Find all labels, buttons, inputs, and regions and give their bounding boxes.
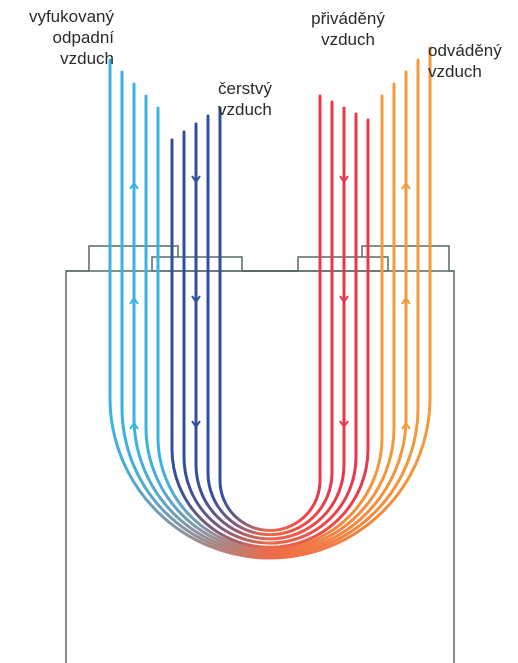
flow-path-fresh-supply [194, 106, 346, 541]
label-extract-air: odváděný vzduch [428, 40, 502, 82]
arrow-down-icon [339, 175, 349, 184]
flow-path-exhaust-extract [156, 94, 384, 551]
arrow-down-icon [339, 420, 349, 429]
label-exhaust-air: vyfukovaný odpadní vzduch [6, 6, 114, 69]
label-exhaust-line2: odpadní [52, 28, 114, 47]
arrow-up-icon [129, 181, 139, 190]
label-exhaust-line3: vzduch [60, 49, 114, 68]
flow-path-fresh-supply [206, 100, 334, 537]
arrow-down-icon [191, 295, 201, 304]
arrow-down-icon [339, 295, 349, 304]
flow-path-fresh-supply [218, 94, 322, 532]
label-extract-line2: vzduch [428, 62, 482, 81]
arrow-up-icon [129, 296, 139, 305]
flow-path-exhaust-extract [120, 58, 420, 558]
label-fresh-line2: vzduch [218, 100, 272, 119]
exchanger-housing [65, 245, 455, 663]
flow-path-exhaust-extract [144, 82, 396, 553]
flow-path-fresh-supply [170, 118, 370, 549]
airflow-arrows [129, 175, 411, 430]
label-extract-line1: odváděný [428, 41, 502, 60]
arrow-up-icon [401, 296, 411, 305]
arrow-up-icon [401, 421, 411, 430]
flow-path-exhaust-extract [108, 46, 432, 560]
label-supply-line2: vzduch [321, 30, 375, 49]
flow-path-exhaust-extract [132, 70, 408, 556]
label-supply-air: přiváděný vzduch [300, 8, 396, 50]
arrow-up-icon [129, 421, 139, 430]
flow-path-fresh-supply [182, 112, 358, 545]
label-supply-line1: přiváděný [311, 9, 385, 28]
airflow-paths [108, 46, 432, 560]
arrow-down-icon [191, 420, 201, 429]
label-fresh-air: čerstvý vzduch [218, 78, 272, 120]
label-exhaust-line1: vyfukovaný [28, 7, 114, 26]
arrow-up-icon [401, 181, 411, 190]
arrow-down-icon [191, 175, 201, 184]
housing-outline [65, 245, 243, 663]
label-fresh-line1: čerstvý [218, 79, 272, 98]
